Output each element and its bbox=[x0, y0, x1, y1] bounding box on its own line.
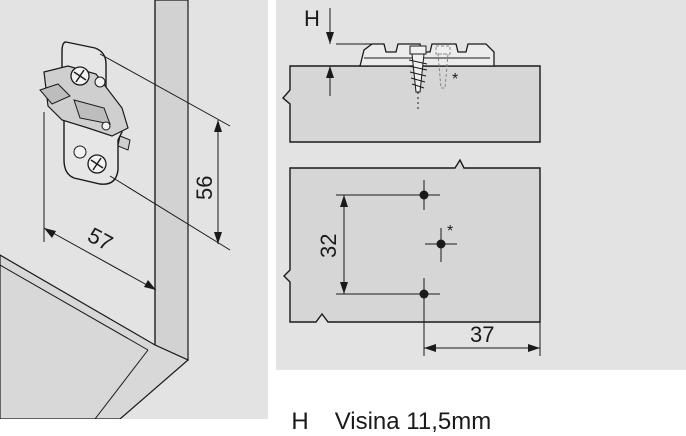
caption-text: Visina 11,5mm bbox=[334, 408, 492, 435]
front-asterisk: * bbox=[447, 223, 453, 240]
left-perspective-view: 56 57 bbox=[0, 0, 268, 419]
side-asterisk: * bbox=[452, 71, 458, 88]
caption: H Visina 11,5mm bbox=[278, 380, 491, 436]
dimension-37-label: 37 bbox=[470, 322, 494, 347]
mounting-plate-illustration bbox=[39, 41, 131, 185]
front-view: * 32 37 bbox=[283, 158, 541, 356]
front-board bbox=[283, 158, 541, 323]
dimension-32-label: 32 bbox=[316, 234, 341, 258]
plate-profile bbox=[359, 43, 495, 67]
side-board bbox=[282, 65, 541, 143]
cabinet-side-wall bbox=[154, 0, 189, 361]
side-section-view: * H bbox=[282, 6, 541, 143]
side-h-label: H bbox=[304, 6, 320, 31]
dimension-56: 56 bbox=[99, 53, 231, 251]
diagram-canvas: 56 57 * bbox=[0, 0, 686, 419]
caption-symbol: H bbox=[291, 408, 309, 435]
screw-section-icon bbox=[408, 45, 451, 112]
cabinet-bottom-board bbox=[0, 254, 190, 419]
dimension-56-label: 56 bbox=[192, 176, 217, 200]
